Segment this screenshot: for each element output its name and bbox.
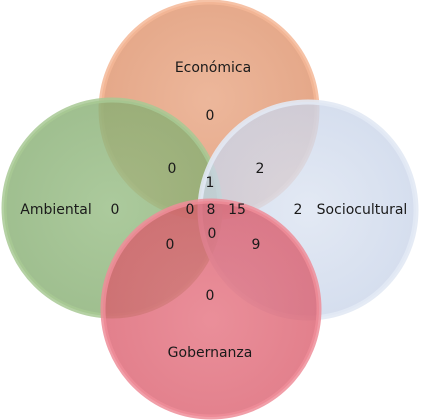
count-economica-only: 0 [206,108,215,124]
count-ambiental-only: 0 [111,202,120,218]
circle-gobernanza [100,198,322,420]
label-ambiental: Ambiental [20,202,91,218]
count-economica-sociocultural-gobernanza: 15 [228,202,246,218]
count-economica-ambiental: 0 [168,161,177,177]
count-economica-sociocultural: 2 [256,161,265,177]
count-ambiental-gobernanza-economica: 0 [208,226,217,242]
label-economica: Económica [175,60,251,76]
count-center-all: 8 [207,202,216,218]
count-sociocultural-gobernanza: 9 [252,237,261,253]
label-gobernanza: Gobernanza [168,345,253,361]
count-ambiental-gobernanza: 0 [166,237,175,253]
count-economica-ambiental-sociocultural: 1 [206,175,215,191]
label-sociocultural: Sociocultural [317,202,408,218]
count-ambiental-sociocultural-gobernanza: 0 [186,202,195,218]
count-gobernanza-only: 0 [206,288,215,304]
count-sociocultural-only: 2 [294,202,303,218]
